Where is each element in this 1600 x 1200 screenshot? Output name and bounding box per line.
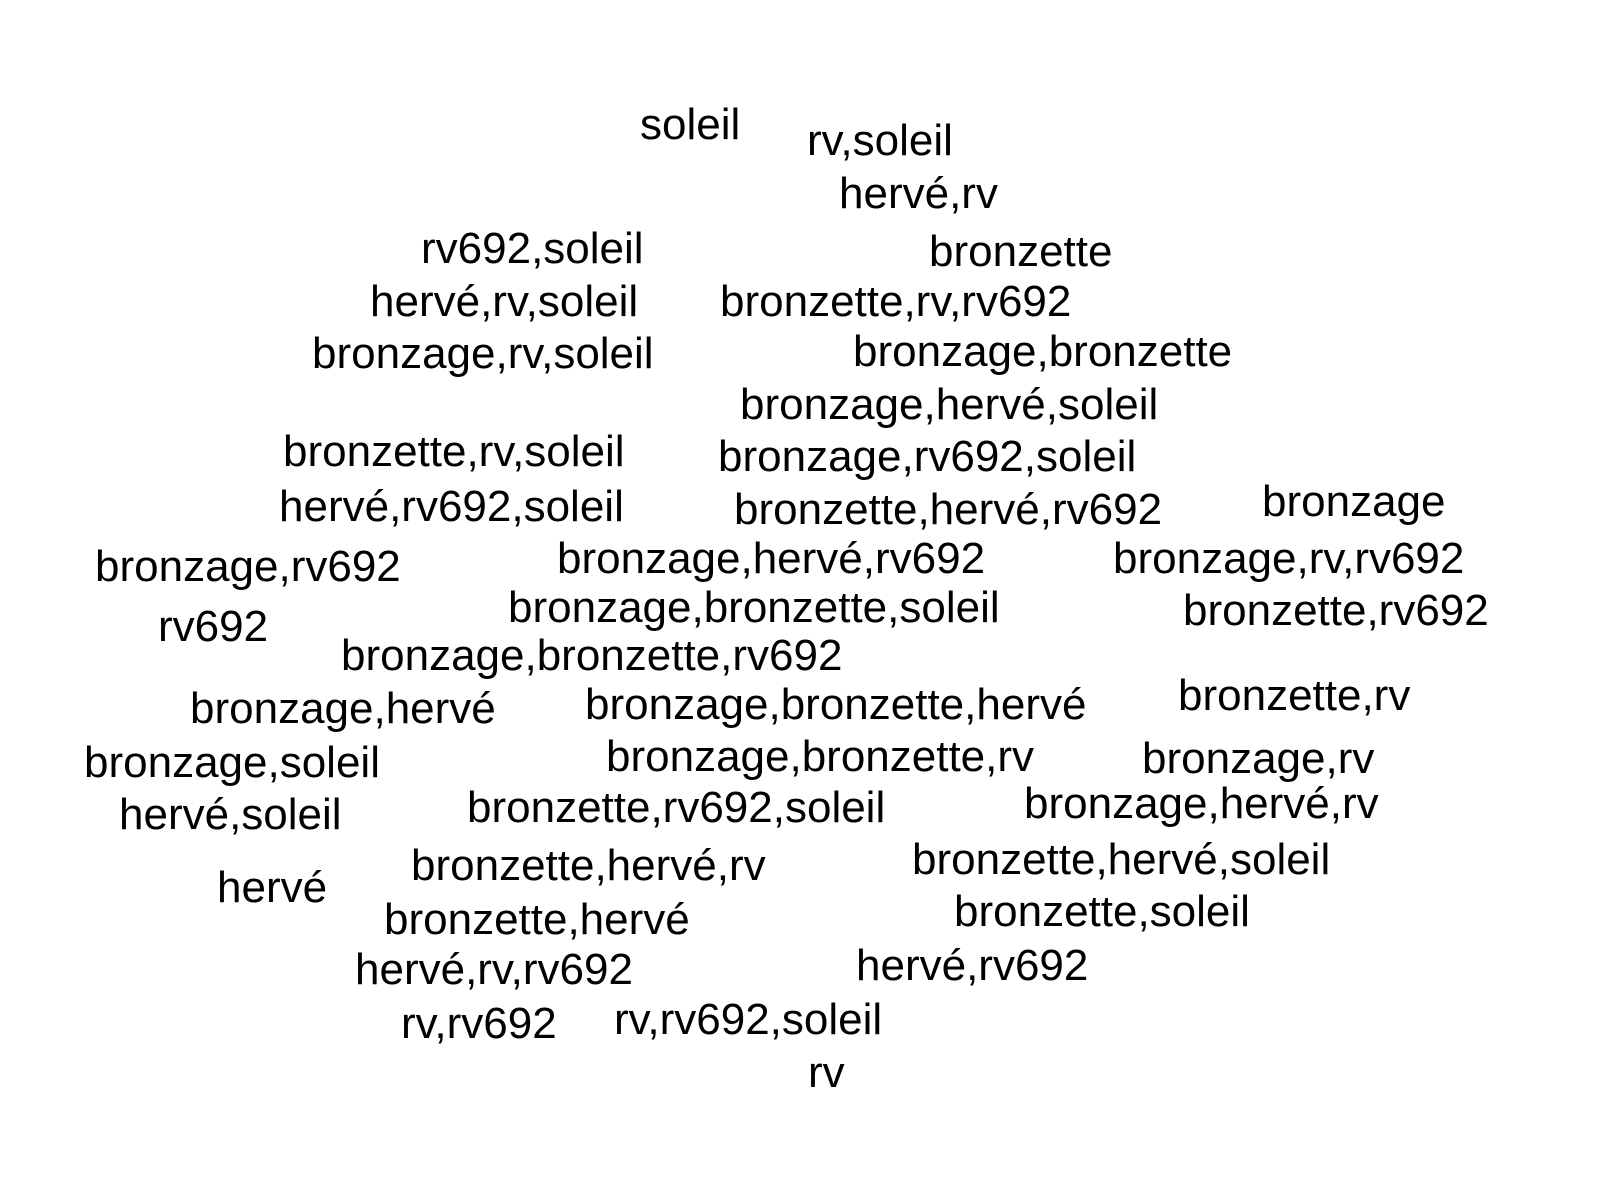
word-cloud-term: bronzette,soleil [954,887,1250,936]
word-cloud-term: hervé,rv,rv692 [355,945,633,994]
word-cloud-term: bronzage,bronzette,soleil [508,583,1000,632]
word-cloud-term: hervé [217,863,328,912]
word-cloud-term: soleil [640,100,741,149]
word-cloud-term: bronzage,bronzette,hervé [585,680,1087,729]
word-cloud-term: bronzette,hervé,soleil [912,835,1331,884]
word-cloud-term: bronzage [1262,477,1446,526]
word-cloud-term: hervé,rv692,soleil [279,482,624,531]
word-cloud-term: hervé,rv,soleil [370,277,639,326]
word-cloud-term: bronzage,rv,rv692 [1113,534,1465,583]
word-cloud-term: hervé,soleil [119,790,342,839]
word-cloud-term: rv692 [158,602,269,651]
word-cloud-term: bronzage,bronzette,rv [606,732,1035,781]
word-cloud-term: bronzage,bronzette [853,327,1233,376]
word-cloud-term: bronzette,rv,soleil [283,427,625,476]
word-cloud-term: bronzette,rv692 [1183,586,1489,635]
word-cloud-term: bronzage,soleil [84,738,380,787]
word-cloud-term: bronzage,hervé,rv [1024,779,1379,828]
word-cloud-term: bronzette,hervé,rv692 [734,485,1163,534]
word-cloud-term: bronzette,rv,rv692 [720,277,1072,326]
word-cloud-term: hervé,rv692 [856,941,1089,990]
word-cloud-term: hervé,rv [839,169,998,218]
word-cloud-term: rv,soleil [807,116,953,165]
word-cloud-term: rv,rv692,soleil [614,995,883,1044]
word-cloud-term: bronzage,rv [1142,734,1375,783]
word-cloud-term: bronzette [929,227,1113,276]
word-cloud-term: bronzage,hervé,soleil [740,380,1159,429]
word-cloud-term: bronzette,hervé [384,895,690,944]
word-cloud-term: rv692,soleil [421,224,644,273]
word-cloud-term: bronzette,rv692,soleil [467,783,886,832]
word-cloud-term: bronzage,bronzette,rv692 [341,631,843,680]
word-cloud-term: bronzage,rv692,soleil [718,432,1137,481]
word-cloud-term: bronzette,rv [1178,671,1411,720]
word-cloud-term: bronzage,rv,soleil [312,329,654,378]
word-cloud-term: bronzette,hervé,rv [411,841,766,890]
word-cloud-term: rv,rv692 [401,999,557,1048]
word-cloud-term: bronzage,hervé,rv692 [557,534,986,583]
word-cloud-term: bronzage,rv692 [95,542,401,591]
word-cloud-term: rv [808,1048,845,1097]
word-cloud-term: bronzage,hervé [190,684,496,733]
